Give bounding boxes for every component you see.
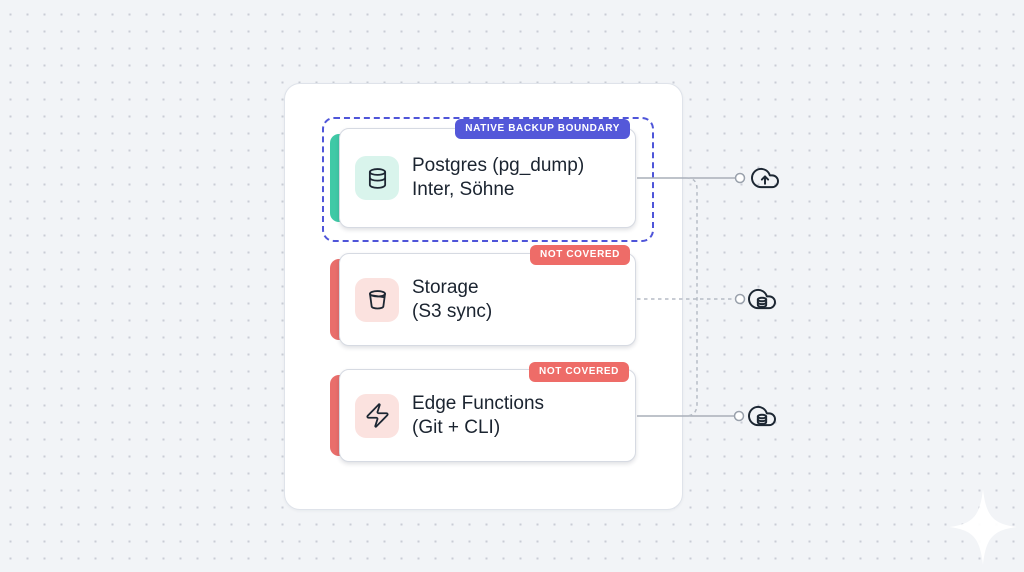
boundary-badge: NATIVE BACKUP BOUNDARY	[455, 119, 630, 139]
card-label: Postgres (pg_dump) Inter, Söhne	[412, 154, 584, 202]
card-postgres: Postgres (pg_dump) Inter, Söhne	[330, 128, 636, 228]
card-label: Edge Functions (Git + CLI)	[412, 392, 544, 440]
cloud-database-icon	[748, 405, 776, 427]
endpoint-dot	[733, 410, 745, 422]
bucket-icon	[355, 277, 399, 322]
card-subtitle: (Git + CLI)	[412, 416, 501, 438]
native-backup-boundary	[322, 117, 654, 242]
endpoint-dot	[734, 172, 746, 184]
card-label: Storage (S3 sync)	[412, 276, 492, 324]
card-title: Edge Functions	[412, 392, 545, 414]
not-covered-badge: NOT COVERED	[529, 362, 629, 382]
lightning-icon	[355, 393, 399, 438]
card-storage: Storage (S3 sync)	[330, 253, 636, 346]
endpoint-dot	[734, 293, 746, 305]
cloud-upload-icon	[751, 167, 779, 189]
card-subtitle: Inter, Söhne	[412, 179, 515, 200]
card-title: Storage	[412, 276, 479, 298]
card-title: Postgres (pg_dump)	[412, 155, 585, 176]
sparkle-icon	[949, 489, 1017, 565]
database-icon	[355, 156, 399, 200]
card-edge-functions: Edge Functions (Git + CLI)	[330, 369, 636, 462]
not-covered-badge: NOT COVERED	[530, 245, 630, 265]
card-subtitle: (S3 sync)	[412, 300, 493, 322]
cloud-database-icon	[748, 288, 776, 310]
wire-branch-dashed	[685, 177, 698, 417]
